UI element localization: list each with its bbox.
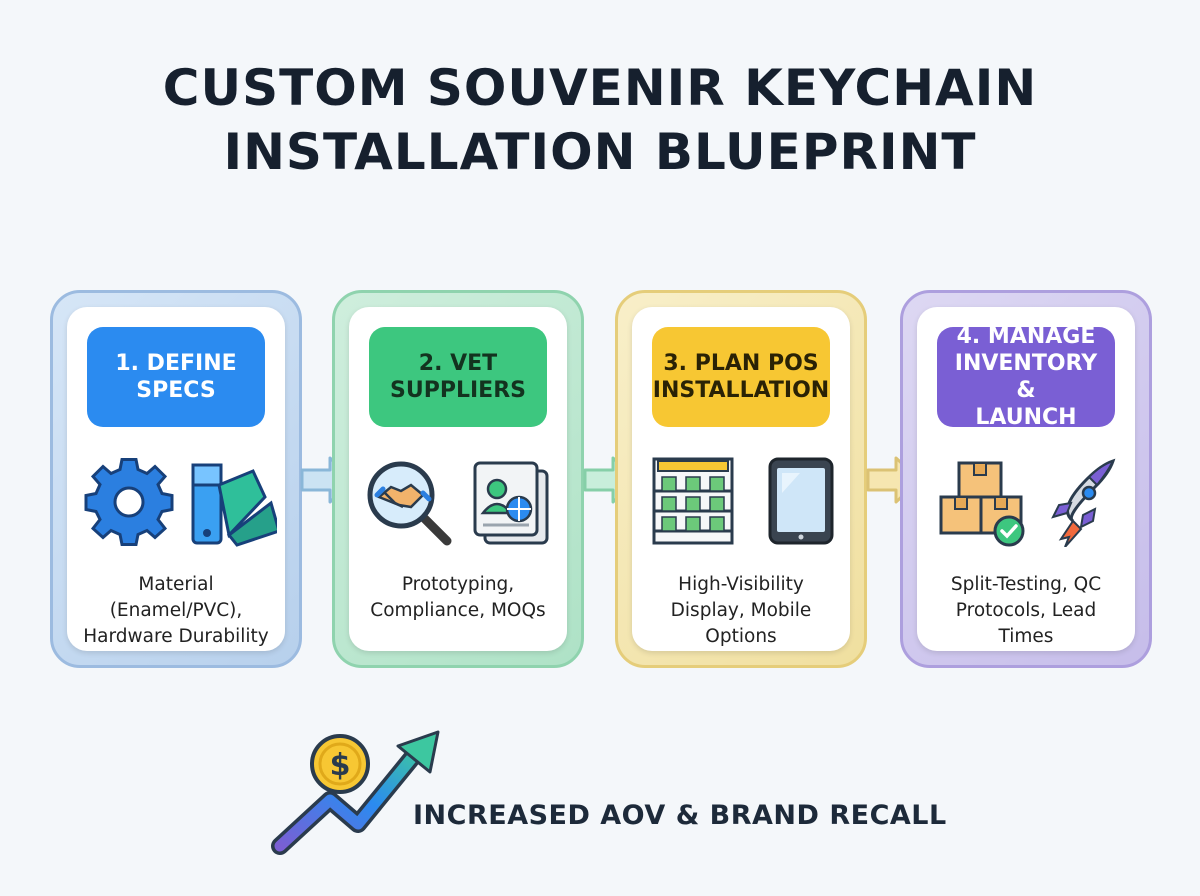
step-description-line: (Enamel/PVC),: [109, 600, 243, 621]
supplier-document-icon: [473, 461, 549, 545]
inventory-boxes-icon: [939, 461, 1025, 547]
page-title: CUSTOM SOUVENIR KEYCHAIN INSTALLATION BL…: [0, 56, 1200, 184]
step-header-line: 4. MANAGE: [956, 324, 1096, 349]
coin-symbol: $: [330, 748, 351, 783]
step-header-line: 3. PLAN POS: [663, 351, 819, 376]
title-line-2: INSTALLATION BLUEPRINT: [223, 123, 977, 181]
step-description-line: Hardware Durability: [83, 626, 269, 647]
step-header-line: INVENTORY &: [954, 351, 1098, 403]
step-description-line: Display, Mobile: [670, 600, 812, 621]
step-header-line: SPECS: [136, 378, 216, 403]
gear-icon: [84, 458, 174, 546]
step-description: High-Visibility Display, Mobile Options: [646, 572, 836, 650]
step-description-line: High-Visibility: [678, 574, 804, 595]
step-header: 3. PLAN POS INSTALLATION: [652, 327, 830, 427]
step-card-body: 1. DEFINE SPECS: [67, 307, 285, 651]
outcome-label: INCREASED AOV & BRAND RECALL: [413, 800, 947, 831]
step-header: 1. DEFINE SPECS: [87, 327, 265, 427]
step-header-line: SUPPLIERS: [390, 378, 526, 403]
step-description-line: Prototyping,: [401, 574, 515, 595]
tablet-icon: [768, 457, 834, 545]
title-line-1: CUSTOM SOUVENIR KEYCHAIN: [162, 59, 1038, 117]
step-header-line: 1. DEFINE: [115, 351, 237, 376]
step-header-line: 2. VET: [418, 351, 498, 376]
step-description-line: Compliance, MOQs: [370, 600, 546, 621]
growth-coin-icon: $: [271, 730, 440, 855]
step-description: Material (Enamel/PVC), Hardware Durabili…: [81, 572, 271, 650]
step-card-define-specs: 1. DEFINE SPECS: [50, 290, 302, 668]
handshake-search-icon: [367, 461, 452, 546]
step-card-body: 4. MANAGE INVENTORY & LAUNCH: [917, 307, 1135, 651]
step-card-body: 2. VET SUPPLIERS: [349, 307, 567, 651]
rocket-icon: [1051, 458, 1116, 548]
step-header-line: INSTALLATION: [652, 378, 830, 403]
step-card-body: 3. PLAN POS INSTALLATION: [632, 307, 850, 651]
step-description-line: Options: [705, 626, 777, 647]
step-description-line: Times: [998, 626, 1054, 647]
step-description: Split-Testing, QC Protocols, Lead Times: [931, 572, 1121, 650]
step-header-line: LAUNCH: [975, 405, 1077, 430]
color-swatch-icon: [191, 463, 281, 547]
step-description-line: Material: [138, 574, 214, 595]
step-description: Prototyping, Compliance, MOQs: [363, 572, 553, 624]
display-shelf-icon: [652, 457, 734, 545]
step-description-line: Split-Testing, QC: [950, 574, 1102, 595]
step-card-manage-inventory: 4. MANAGE INVENTORY & LAUNCH: [900, 290, 1152, 668]
step-icons: [931, 457, 1121, 548]
step-card-plan-pos: 3. PLAN POS INSTALLATION: [615, 290, 867, 668]
step-icons: [81, 457, 281, 547]
step-header: 4. MANAGE INVENTORY & LAUNCH: [937, 324, 1115, 430]
step-icons: [363, 457, 553, 547]
step-description-line: Protocols, Lead: [955, 600, 1097, 621]
step-header: 2. VET SUPPLIERS: [369, 327, 547, 427]
step-icons: [646, 457, 836, 547]
step-card-vet-suppliers: 2. VET SUPPLIERS: [332, 290, 584, 668]
